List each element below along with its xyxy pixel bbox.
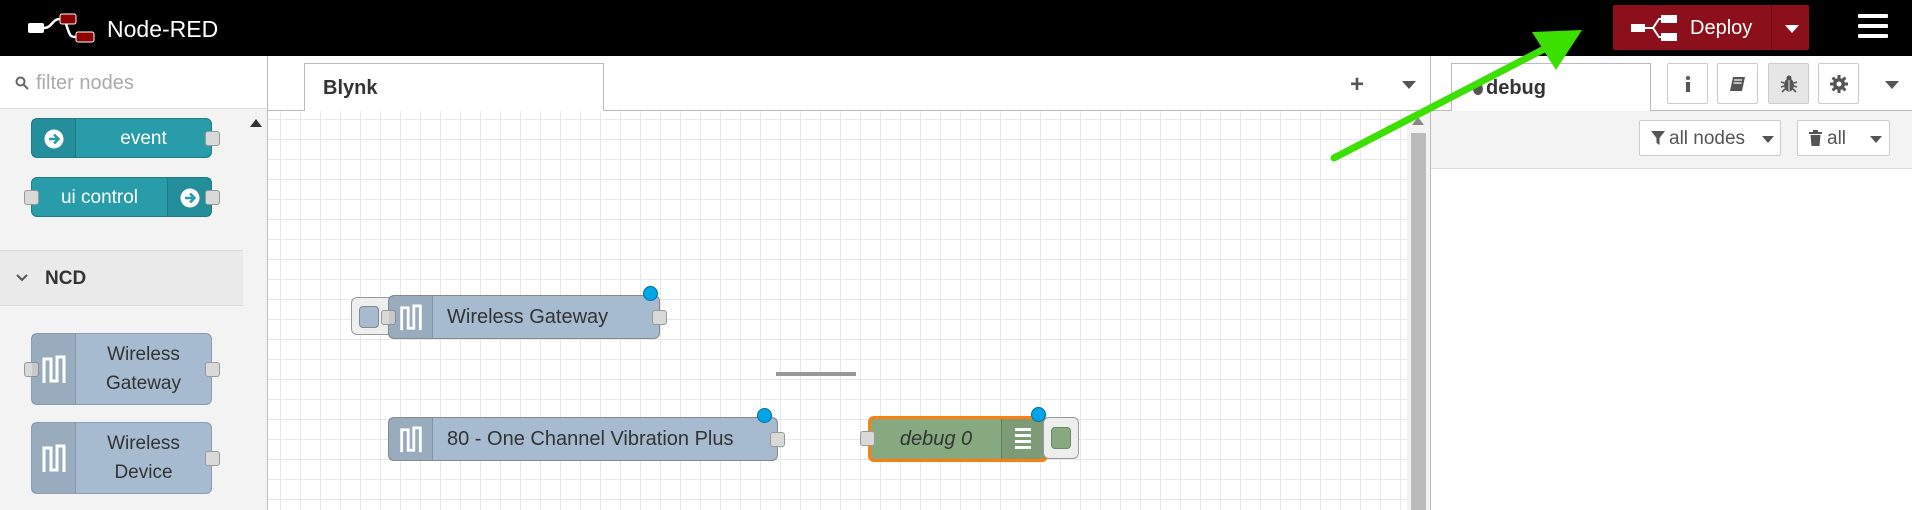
gear-icon — [1830, 75, 1848, 93]
add-flow-button[interactable]: + — [1350, 71, 1365, 98]
sidebar-tabs-dropdown-icon[interactable] — [1885, 81, 1899, 89]
palette-node-label-line1: Wireless — [107, 433, 180, 454]
wireless-wave-icon — [42, 355, 66, 383]
canvas-scrollbar[interactable] — [1407, 111, 1430, 510]
output-port — [205, 451, 220, 466]
palette-node-ui-control[interactable]: ui control — [24, 177, 220, 217]
chevron-down-icon — [16, 274, 28, 282]
output-port — [205, 190, 220, 205]
output-port — [205, 362, 220, 377]
deploy-label: Deploy — [1690, 17, 1753, 39]
output-port[interactable] — [770, 432, 785, 447]
palette-node-wireless-device[interactable]: Wireless Device — [31, 422, 220, 494]
flow-node-debug[interactable]: debug 0 — [860, 407, 1048, 462]
annotation-arrow-icon — [1330, 30, 1582, 162]
workspace-tabbar: Blynk + — [268, 56, 1430, 112]
filter-icon — [1651, 131, 1665, 145]
palette-node-label: ui control — [60, 186, 139, 208]
help-tab-button[interactable] — [1717, 63, 1758, 104]
debug-clear-label: all — [1827, 128, 1847, 149]
scroll-up-arrow-icon[interactable] — [250, 119, 262, 127]
flow-node-vibration-sensor[interactable]: 80 - One Channel Vibration Plus — [388, 408, 785, 461]
trash-icon — [1809, 130, 1822, 146]
deploy-button[interactable]: Deploy — [1613, 5, 1809, 50]
changed-indicator-dot — [643, 286, 658, 301]
flow-node-label: Wireless Gateway — [447, 305, 609, 328]
wireless-wave-icon — [400, 426, 422, 453]
bug-icon — [1780, 75, 1798, 93]
flow-node-label: debug 0 — [899, 427, 973, 450]
sidebar: debug — [1430, 56, 1912, 510]
flow-node-wireless-gateway[interactable]: Wireless Gateway — [381, 286, 667, 339]
deploy-icon — [1631, 15, 1677, 41]
category-label: NCD — [45, 268, 87, 289]
wire-connection[interactable] — [776, 367, 856, 381]
output-port[interactable] — [652, 310, 667, 325]
input-port — [24, 362, 39, 377]
tab-label: Blynk — [323, 77, 378, 99]
debug-toolbar: all nodes all — [1431, 111, 1912, 169]
palette-node-label-line2: Gateway — [106, 373, 181, 394]
arrow-right-circle-icon — [44, 129, 64, 149]
header: Node-RED Deploy — [0, 0, 1912, 56]
tab-blynk[interactable]: Blynk — [304, 63, 604, 112]
scroll-up-arrow-icon[interactable] — [1412, 117, 1424, 125]
filter-nodes-input[interactable] — [36, 69, 256, 97]
debug-tab-button[interactable] — [1768, 63, 1809, 104]
arrow-right-circle-icon — [180, 188, 200, 208]
debug-toggle-button[interactable] — [1043, 417, 1079, 459]
tab-debug[interactable]: debug — [1451, 63, 1651, 112]
palette-node-event[interactable]: event — [31, 118, 220, 158]
deploy-dropdown-caret[interactable] — [1771, 5, 1809, 50]
scrollbar-thumb[interactable] — [1411, 133, 1426, 510]
changed-indicator-dot — [757, 408, 772, 423]
palette-node-label: event — [120, 127, 167, 149]
node-palette: event ui control NCD Wireless Gat — [0, 56, 268, 510]
config-tab-button[interactable] — [1818, 63, 1859, 104]
flow-list-dropdown-icon[interactable] — [1402, 81, 1416, 89]
search-icon — [15, 76, 29, 90]
sidebar-tab-label: debug — [1486, 77, 1546, 99]
input-port[interactable] — [381, 310, 396, 325]
debug-clear-button[interactable]: all — [1797, 120, 1890, 156]
flow-node-label: 80 - One Channel Vibration Plus — [447, 427, 734, 450]
input-port — [24, 190, 39, 205]
chevron-down-icon — [1870, 136, 1882, 143]
palette-filter — [0, 56, 267, 109]
chevron-down-icon — [1762, 136, 1774, 143]
debug-filter-button[interactable]: all nodes — [1639, 120, 1781, 156]
debug-filter-label: all nodes — [1669, 128, 1746, 149]
info-icon — [1686, 76, 1690, 92]
changed-indicator-dot — [1031, 407, 1046, 422]
wireless-wave-icon — [42, 444, 66, 472]
flow-canvas[interactable]: Wireless Gateway 80 - One Channel Vibrat… — [268, 111, 1407, 510]
palette-node-wireless-gateway[interactable]: Wireless Gateway — [24, 333, 220, 405]
hamburger-icon — [1858, 14, 1888, 18]
info-tab-button[interactable] — [1667, 63, 1708, 104]
debug-list-icon — [1015, 428, 1031, 449]
inject-button-icon — [359, 306, 379, 328]
main-menu-button[interactable] — [1858, 14, 1888, 40]
debug-toggle-icon — [1051, 427, 1071, 449]
palette-node-label-line2: Device — [114, 462, 173, 483]
output-port — [205, 131, 220, 146]
palette-scrollbar[interactable] — [243, 109, 267, 510]
palette-node-label-line1: Wireless — [107, 344, 180, 365]
palette-category-ncd[interactable]: NCD — [0, 250, 243, 306]
book-icon — [1730, 77, 1745, 91]
app-title: Node-RED — [107, 16, 219, 42]
node-red-logo-icon — [28, 13, 95, 43]
workspace: Blynk + Wireless Gateway — [268, 56, 1430, 510]
wireless-wave-icon — [400, 304, 422, 331]
input-port[interactable] — [860, 431, 875, 446]
